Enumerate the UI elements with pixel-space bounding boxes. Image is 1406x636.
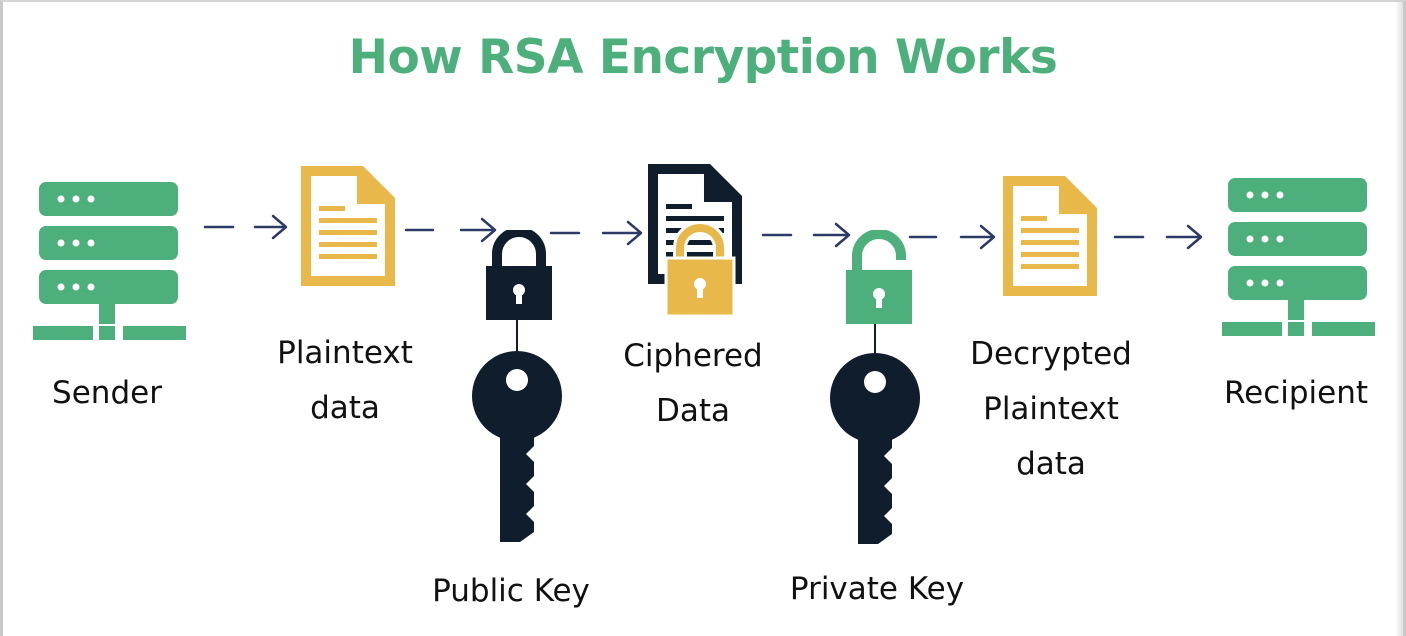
server-icon <box>1222 178 1375 336</box>
arrow-sender-to-plaintext <box>203 214 288 240</box>
arrow-ciphered-to-private-key <box>761 222 851 248</box>
flow-arrows <box>203 214 1203 354</box>
arrow-plaintext-to-public-key <box>404 217 497 243</box>
decrypted-label-line: data <box>1016 446 1086 482</box>
public-key-label-text: Public Key <box>432 573 590 609</box>
key-icon <box>830 353 920 544</box>
ciphered-label: Ciphered Data <box>603 329 783 439</box>
server-icon <box>33 182 186 340</box>
plaintext-label: Plaintext data <box>255 326 435 436</box>
document-icon <box>301 166 395 286</box>
recipient-label: Recipient <box>1201 366 1391 421</box>
arrow-decrypted-to-recipient <box>1113 224 1203 250</box>
decrypted-label: Decrypted Plaintext data <box>951 327 1151 492</box>
recipient-label-text: Recipient <box>1223 375 1369 411</box>
sender-label: Sender <box>17 366 197 421</box>
private-key-label-text: Private Key <box>789 571 965 607</box>
ciphered-label-line: Ciphered <box>623 338 763 374</box>
private-key-label: Private Key <box>767 562 987 617</box>
key-icon <box>472 351 562 542</box>
plaintext-label-line: Plaintext <box>277 335 413 371</box>
document-icon <box>1003 176 1097 296</box>
arrow-public-key-to-ciphered <box>549 220 643 246</box>
decrypted-label-line: Decrypted <box>970 336 1132 372</box>
page-title: How RSA Encryption Works <box>348 30 1058 85</box>
ciphered-label-line: Data <box>655 393 731 429</box>
sender-label-text: Sender <box>52 375 162 411</box>
encrypted-document-icon <box>648 164 742 318</box>
arrow-private-key-to-decrypted <box>908 224 996 250</box>
decrypted-label-line: Plaintext <box>983 391 1119 427</box>
public-key-label: Public Key <box>411 564 611 619</box>
unlocked-padlock-icon <box>846 230 912 324</box>
locked-padlock-icon <box>486 230 552 320</box>
plaintext-label-line: data <box>310 390 380 426</box>
